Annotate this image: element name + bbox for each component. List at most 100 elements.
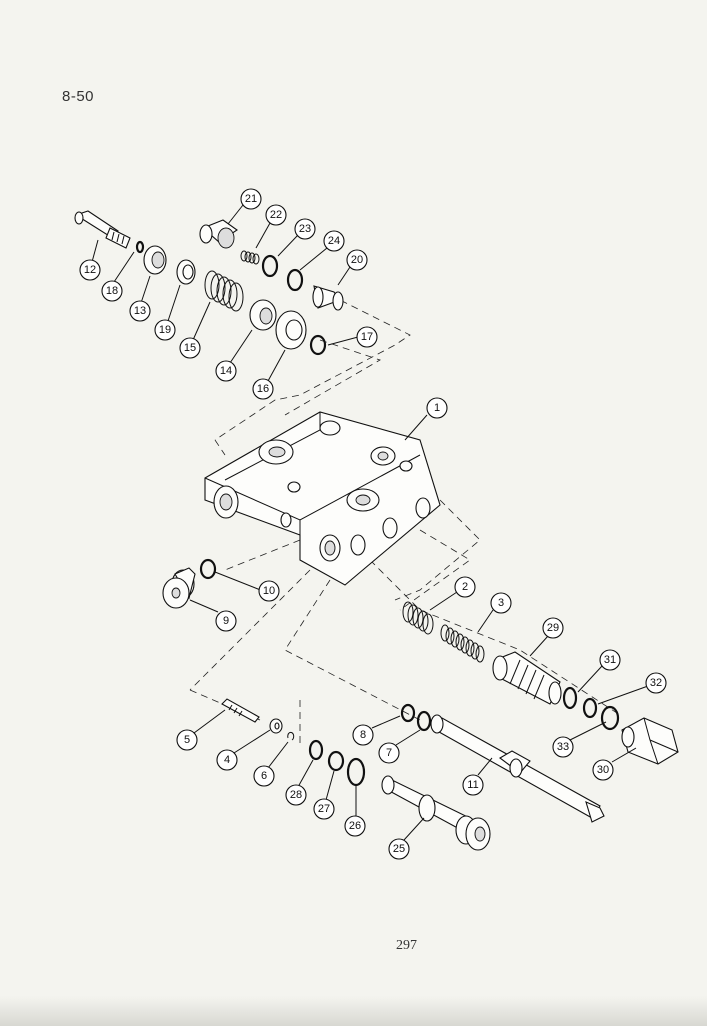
svg-text:21: 21 xyxy=(245,193,257,205)
callout-12: 12 xyxy=(79,259,101,281)
part-22-small-spring xyxy=(240,250,260,265)
part-2-spring xyxy=(402,601,434,635)
callout-30: 30 xyxy=(592,759,614,781)
callout-1: 1 xyxy=(426,397,448,419)
part-18-o-ring xyxy=(135,240,145,254)
part-27-ring xyxy=(327,750,345,772)
svg-text:24: 24 xyxy=(328,235,340,247)
part-21-bushing xyxy=(199,219,238,249)
callout-10: 10 xyxy=(258,580,280,602)
callout-18: 18 xyxy=(101,280,123,302)
svg-text:6: 6 xyxy=(261,770,267,782)
svg-text:15: 15 xyxy=(184,342,196,354)
callout-27: 27 xyxy=(313,798,335,820)
svg-text:12: 12 xyxy=(84,264,96,276)
part-7-ring xyxy=(416,710,432,732)
part-8-ring xyxy=(400,703,416,723)
callout-26: 26 xyxy=(344,815,366,837)
svg-text:2: 2 xyxy=(462,581,468,593)
svg-text:11: 11 xyxy=(467,779,478,791)
part-3-spring xyxy=(440,624,485,663)
part-26-ring xyxy=(346,757,366,787)
callout-33: 33 xyxy=(552,736,574,758)
part-1-valve-body xyxy=(204,411,441,586)
part-10-o-ring xyxy=(199,558,217,580)
svg-text:17: 17 xyxy=(361,331,373,343)
svg-text:3: 3 xyxy=(498,597,504,609)
svg-text:28: 28 xyxy=(290,789,302,801)
part-30-hex-plug xyxy=(621,717,679,765)
part-15-spring xyxy=(204,270,244,312)
part-9-plug xyxy=(162,567,196,609)
part-12-plunger xyxy=(74,210,131,249)
page-number: 297 xyxy=(396,938,417,953)
part-20-plug xyxy=(312,285,344,311)
section-label: 8-50 xyxy=(62,88,95,105)
callout-31: 31 xyxy=(599,649,621,671)
callout-17: 17 xyxy=(356,326,378,348)
part-23-ring xyxy=(261,254,279,278)
part-32-ring xyxy=(582,697,598,719)
svg-text:23: 23 xyxy=(299,223,311,235)
callout-20: 20 xyxy=(346,249,368,271)
svg-text:25: 25 xyxy=(393,843,405,855)
callout-9: 9 xyxy=(215,610,237,632)
page-edge-shadow xyxy=(0,996,707,1026)
part-33-ring xyxy=(600,705,620,731)
callout-3: 3 xyxy=(490,592,512,614)
callout-32: 32 xyxy=(645,672,667,694)
part-28-ring xyxy=(308,739,324,761)
svg-text:32: 32 xyxy=(650,677,662,689)
svg-text:13: 13 xyxy=(134,305,146,317)
part-16-plate xyxy=(275,310,307,350)
callout-13: 13 xyxy=(129,300,151,322)
part-6-clip xyxy=(287,731,295,741)
svg-text:27: 27 xyxy=(318,803,330,815)
part-24-ring xyxy=(286,268,304,292)
svg-text:10: 10 xyxy=(263,585,275,597)
svg-text:33: 33 xyxy=(557,741,569,753)
callout-8: 8 xyxy=(352,724,374,746)
part-17-o-ring xyxy=(309,334,327,356)
callout-24: 24 xyxy=(323,230,345,252)
callout-28: 28 xyxy=(285,784,307,806)
svg-text:20: 20 xyxy=(351,254,363,266)
assembly-dashed-lines xyxy=(189,294,621,745)
callout-22: 22 xyxy=(265,204,287,226)
callout-29: 29 xyxy=(542,617,564,639)
callout-16: 16 xyxy=(252,378,274,400)
part-14-spring-seat xyxy=(249,299,277,331)
svg-text:18: 18 xyxy=(106,285,118,297)
callout-6: 6 xyxy=(253,765,275,787)
part-31-ring xyxy=(562,686,578,710)
svg-text:16: 16 xyxy=(257,383,269,395)
svg-text:22: 22 xyxy=(270,209,282,221)
svg-text:8: 8 xyxy=(360,729,366,741)
svg-text:9: 9 xyxy=(223,615,229,627)
part-25-spool xyxy=(381,775,491,851)
callout-14: 14 xyxy=(215,360,237,382)
callout-4: 4 xyxy=(216,749,238,771)
callout-5: 5 xyxy=(176,729,198,751)
svg-text:5: 5 xyxy=(184,734,190,746)
leader-lines xyxy=(91,204,649,841)
callout-19: 19 xyxy=(154,319,176,341)
svg-text:31: 31 xyxy=(604,654,616,666)
svg-text:19: 19 xyxy=(159,324,171,336)
part-11-spool xyxy=(430,714,605,823)
svg-text:26: 26 xyxy=(349,820,361,832)
svg-text:7: 7 xyxy=(386,747,392,759)
callout-15: 15 xyxy=(179,337,201,359)
callout-7: 7 xyxy=(378,742,400,764)
callout-11: 11 xyxy=(462,774,484,796)
svg-text:29: 29 xyxy=(547,622,559,634)
part-4-washer xyxy=(269,718,283,734)
part-29-spool xyxy=(492,651,562,705)
callout-25: 25 xyxy=(388,838,410,860)
callout-2: 2 xyxy=(454,576,476,598)
callout-21: 21 xyxy=(240,188,262,210)
part-13-retainer xyxy=(143,245,167,275)
part-19-washer xyxy=(176,259,196,285)
part-5-pin xyxy=(221,698,260,723)
